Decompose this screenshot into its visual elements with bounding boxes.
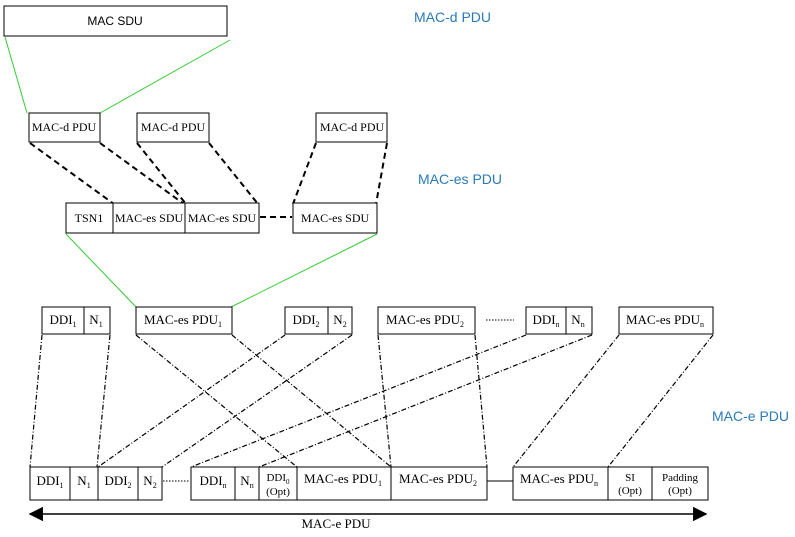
mace-pdu-span-label: MAC-e PDU (302, 516, 372, 531)
tsn-label: TSN1 (75, 211, 104, 225)
macd-pdu-box-2 (136, 112, 210, 143)
dashed-mapping-line (208, 142, 259, 205)
mac-sdu-label: MAC SDU (87, 14, 142, 28)
mace-ddi-2-label: DDI2 (104, 473, 131, 490)
mace-ddi-0-box (258, 466, 298, 501)
tsn-box (65, 202, 114, 234)
dashed-mapping-line (375, 142, 388, 205)
maces-pdu-2-box (377, 306, 476, 335)
mace-n-2-box (137, 466, 163, 501)
maces-sdu-box-1 (112, 202, 186, 234)
maces-pdu-n-label: MAC-es PDUn (626, 312, 704, 329)
maces-sdu-label-1: MAC-es SDU (115, 211, 184, 225)
maces-pdu-layer-label: MAC-es PDU (418, 171, 502, 187)
maces-sdu-box-2 (184, 202, 260, 234)
si-box (607, 466, 653, 501)
ddi-n-box (525, 306, 567, 335)
mapping-line (65, 233, 137, 308)
maces-pdu-2-label: MAC-es PDU2 (386, 312, 464, 329)
macd-pdu-label-1: MAC-d PDU (32, 120, 97, 134)
ddi-2-label: DDI2 (292, 312, 319, 329)
mace-n-1-box (69, 466, 99, 501)
mace-maces-pdu-n-label: MAC-es PDUn (520, 471, 598, 488)
mace-n-n-label: Nn (240, 473, 253, 490)
macd-pdu-box-3 (315, 112, 388, 143)
mapping-lines-to-mace (29, 334, 714, 468)
padding-box (651, 466, 709, 501)
dashed-mapping-line (292, 142, 317, 205)
macd-pdu-label-3: MAC-d PDU (320, 120, 385, 134)
maces-sdu-label-3: MAC-es SDU (301, 211, 370, 225)
padding-opt: (Opt) (668, 485, 692, 497)
mapping-line (230, 233, 378, 308)
n-1-box (83, 306, 111, 335)
mace-ddi-n-label: DDIn (199, 473, 226, 490)
mapping-line (99, 39, 231, 114)
mace-ddi-2-box (97, 466, 139, 501)
mace-ddi-1-label: DDI1 (36, 473, 63, 490)
mace-pdu-layer-label: MAC-e PDU (712, 408, 789, 424)
mac-sdu-box (3, 5, 228, 37)
mace-n-n-box (234, 466, 260, 501)
maces-pdu-n-box (618, 306, 714, 335)
mace-maces-pdu-1-label: MAC-es PDU1 (304, 471, 382, 488)
ddi-2-box (284, 306, 329, 335)
mace-ddi-0-opt: (Opt) (266, 486, 290, 498)
n-2-box (327, 306, 353, 335)
padding-label: Padding (662, 472, 699, 484)
n-n-box (565, 306, 593, 335)
maces-pdu-1-label: MAC-es PDU1 (144, 312, 222, 329)
mace-maces-pdu-2-label: MAC-es PDU2 (399, 471, 477, 488)
si-opt: (Opt) (618, 485, 642, 497)
maces-sdu-box-3 (292, 202, 378, 234)
macd-pdu-label-2: MAC-d PDU (141, 120, 206, 134)
macd-pdu-box-1 (28, 112, 101, 143)
mace-n-1-label: N1 (77, 473, 90, 490)
n-2-label: N2 (333, 312, 346, 329)
mace-ddi-1-box (29, 466, 71, 501)
ddi-1-label: DDI1 (49, 312, 76, 329)
mace-maces-pdu-1-box (296, 466, 392, 501)
n-n-label: Nn (571, 312, 584, 329)
mapping-line (4, 36, 28, 114)
maces-pdu-1-box (135, 306, 233, 335)
dashed-mapping-line (136, 142, 187, 205)
mace-maces-pdu-2-box (390, 466, 488, 501)
mace-n-2-label: N2 (143, 473, 156, 490)
macd-pdu-layer-label: MAC-d PDU (414, 9, 491, 25)
mace-maces-pdu-n-box (512, 466, 609, 501)
ddi-n-label: DDIn (532, 312, 559, 329)
dashed-mapping-line (99, 142, 185, 205)
maces-sdu-label-2: MAC-es SDU (188, 211, 257, 225)
n-1-label: N1 (89, 312, 102, 329)
si-label: SI (625, 472, 635, 484)
mace-ddi-0-label: DDI0 (266, 472, 290, 486)
dashed-mapping-line (29, 142, 115, 205)
